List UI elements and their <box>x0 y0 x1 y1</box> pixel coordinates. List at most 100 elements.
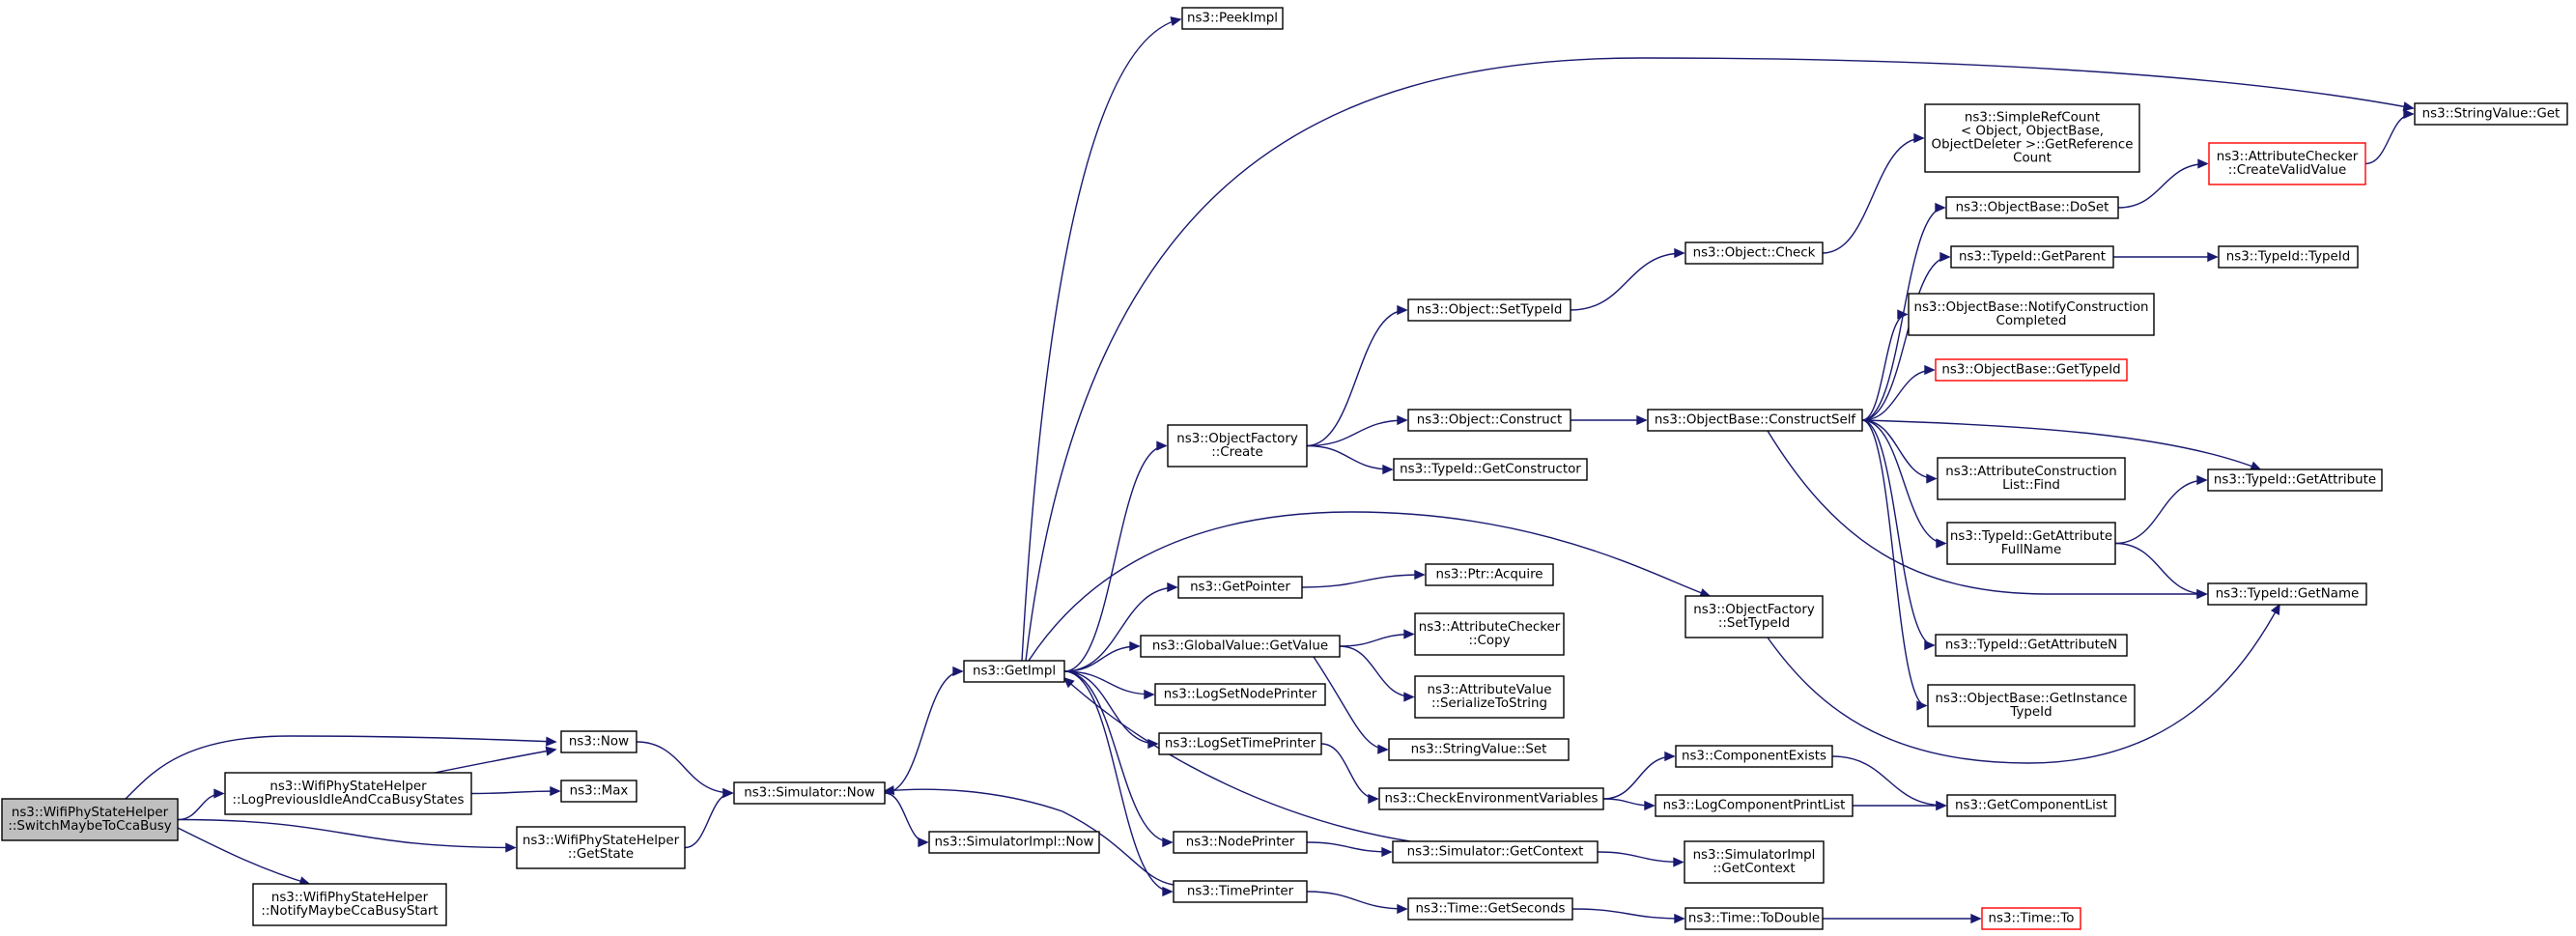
node-simplerefcount[interactable]: ns3::SimpleRefCount< Object, ObjectBase,… <box>1924 103 2140 173</box>
node-box[interactable] <box>252 883 447 926</box>
node-simgetctx[interactable]: ns3::Simulator::GetContext <box>1392 840 1599 864</box>
node-ofcreate[interactable]: ns3::ObjectFactory::Create <box>1167 424 1308 468</box>
node-simnow[interactable]: ns3::Simulator::Now <box>733 781 886 805</box>
node-box[interactable] <box>1388 738 1570 761</box>
node-box[interactable] <box>733 781 886 805</box>
node-box[interactable] <box>1140 635 1341 658</box>
node-box[interactable] <box>1924 103 2140 173</box>
node-tidgetparent[interactable]: ns3::TypeId::GetParent <box>1950 245 2114 269</box>
node-box[interactable] <box>1425 563 1554 586</box>
node-box[interactable] <box>1407 897 1573 921</box>
node-nodeprinter[interactable]: ns3::NodePrinter <box>1173 831 1308 854</box>
node-box[interactable] <box>516 826 686 869</box>
node-obnotify[interactable]: ns3::ObjectBase::NotifyConstructionCompl… <box>1908 293 2155 336</box>
node-compexists[interactable]: ns3::ComponentExists <box>1675 745 1833 768</box>
node-tidgetctor[interactable]: ns3::TypeId::GetConstructor <box>1393 458 1588 481</box>
node-objsettypeid[interactable]: ns3::Object::SetTypeId <box>1407 298 1571 322</box>
node-box[interactable] <box>1392 840 1599 864</box>
node-timegetsec[interactable]: ns3::Time::GetSeconds <box>1407 897 1573 921</box>
node-getpointer[interactable]: ns3::GetPointer <box>1177 576 1303 599</box>
node-objconstruct[interactable]: ns3::Object::Construct <box>1407 409 1571 432</box>
node-tidgetattr[interactable]: ns3::TypeId::GetAttribute <box>2207 468 2383 492</box>
node-box[interactable] <box>1154 683 1326 706</box>
node-getcomplist[interactable]: ns3::GetComponentList <box>1946 794 2116 817</box>
node-timeto[interactable]: ns3::Time::To <box>1981 907 2081 930</box>
node-box[interactable] <box>1684 907 1824 930</box>
node-peekimpl[interactable]: ns3::PeekImpl <box>1181 7 1284 30</box>
node-box[interactable] <box>2414 102 2568 126</box>
node-box[interactable] <box>1 798 179 841</box>
node-box[interactable] <box>1946 794 2116 817</box>
node-logprev[interactable]: ns3::WifiPhyStateHelper::LogPreviousIdle… <box>224 772 472 815</box>
node-box[interactable] <box>1908 293 2155 336</box>
node-logsetnode[interactable]: ns3::LogSetNodePrinter <box>1154 683 1326 706</box>
node-box[interactable] <box>1378 787 1604 810</box>
node-box[interactable] <box>1950 245 2114 269</box>
node-svget[interactable]: ns3::StringValue::Get <box>2414 102 2568 126</box>
node-box[interactable] <box>1684 840 1825 884</box>
node-logsettime[interactable]: ns3::LogSetTimePrinter <box>1158 732 1322 755</box>
node-tidtypeid[interactable]: ns3::TypeId::TypeId <box>2218 245 2359 269</box>
node-obconstructself[interactable]: ns3::ObjectBase::ConstructSelf <box>1647 409 1863 432</box>
node-timeprinter[interactable]: ns3::TimePrinter <box>1173 880 1308 903</box>
node-accopy[interactable]: ns3::AttributeChecker::Copy <box>1414 612 1565 656</box>
node-box[interactable] <box>1647 409 1863 432</box>
node-box[interactable] <box>560 730 637 753</box>
node-obgettypeid[interactable]: ns3::ObjectBase::GetTypeId <box>1935 358 2128 382</box>
node-checkenv[interactable]: ns3::CheckEnvironmentVariables <box>1378 787 1604 810</box>
node-box[interactable] <box>2218 245 2359 269</box>
node-box[interactable] <box>1414 612 1565 656</box>
node-max[interactable]: ns3::Max <box>560 780 637 803</box>
node-box[interactable] <box>2207 468 2383 492</box>
node-box[interactable] <box>1981 907 2081 930</box>
node-svset[interactable]: ns3::StringValue::Set <box>1388 738 1570 761</box>
node-box[interactable] <box>2208 142 2366 185</box>
node-box[interactable] <box>928 831 1100 854</box>
node-obdoset[interactable]: ns3::ObjectBase::DoSet <box>1945 196 2119 219</box>
node-box[interactable] <box>1173 880 1308 903</box>
node-box[interactable] <box>1684 595 1824 638</box>
node-ptracquire[interactable]: ns3::Ptr::Acquire <box>1425 563 1554 586</box>
node-box[interactable] <box>224 772 472 815</box>
node-now[interactable]: ns3::Now <box>560 730 637 753</box>
node-tidgetname[interactable]: ns3::TypeId::GetName <box>2207 582 2367 606</box>
node-box[interactable] <box>1655 794 1854 817</box>
node-box[interactable] <box>1937 457 2126 500</box>
node-simimplgetctx[interactable]: ns3::SimulatorImpl::GetContext <box>1684 840 1825 884</box>
node-timetodouble[interactable]: ns3::Time::ToDouble <box>1684 907 1824 930</box>
node-tidgetattrn[interactable]: ns3::TypeId::GetAttributeN <box>1935 634 2128 657</box>
node-box[interactable] <box>1684 241 1824 265</box>
node-getimpl[interactable]: ns3::GetImpl <box>963 660 1065 683</box>
node-box[interactable] <box>560 780 637 803</box>
node-notify[interactable]: ns3::WifiPhyStateHelper::NotifyMaybeCcaB… <box>252 883 447 926</box>
node-getstate[interactable]: ns3::WifiPhyStateHelper::GetState <box>516 826 686 869</box>
node-box[interactable] <box>1393 458 1588 481</box>
node-objcheck[interactable]: ns3::Object::Check <box>1684 241 1824 265</box>
node-accreate[interactable]: ns3::AttributeChecker::CreateValidValue <box>2208 142 2366 185</box>
node-box[interactable] <box>963 660 1065 683</box>
node-root[interactable]: ns3::WifiPhyStateHelper::SwitchMaybeToCc… <box>1 798 179 841</box>
node-box[interactable] <box>1173 831 1308 854</box>
node-avser[interactable]: ns3::AttributeValue::SerializeToString <box>1414 675 1565 719</box>
node-simimplnow[interactable]: ns3::SimulatorImpl::Now <box>928 831 1100 854</box>
node-box[interactable] <box>2207 582 2367 606</box>
node-box[interactable] <box>1675 745 1833 768</box>
node-logcompprint[interactable]: ns3::LogComponentPrintList <box>1655 794 1854 817</box>
node-box[interactable] <box>1158 732 1322 755</box>
node-ofsettypeid[interactable]: ns3::ObjectFactory::SetTypeId <box>1684 595 1824 638</box>
node-box[interactable] <box>1181 7 1284 30</box>
node-box[interactable] <box>1927 684 2136 727</box>
node-gvgetvalue[interactable]: ns3::GlobalValue::GetValue <box>1140 635 1341 658</box>
node-box[interactable] <box>1407 409 1571 432</box>
node-box[interactable] <box>1167 424 1308 468</box>
node-box[interactable] <box>1935 358 2128 382</box>
node-box[interactable] <box>1945 196 2119 219</box>
node-box[interactable] <box>1177 576 1303 599</box>
node-box[interactable] <box>1407 298 1571 322</box>
node-box[interactable] <box>1935 634 2128 657</box>
node-box[interactable] <box>1946 522 2116 565</box>
node-box[interactable] <box>1414 675 1565 719</box>
